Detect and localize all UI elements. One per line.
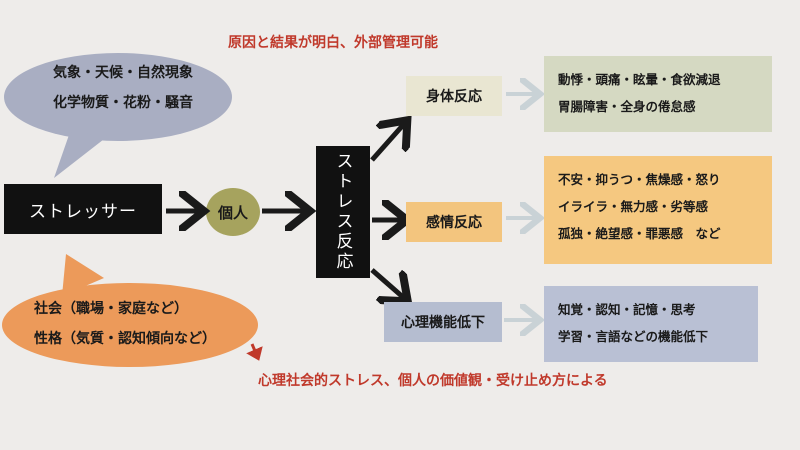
bubble-social-line: 社会（職場・家庭など） <box>34 301 188 317</box>
bubble-environment-line: 化学物質・花粉・騒音 <box>53 95 193 111</box>
bubble-environment-line: 気象・天候・自然現象 <box>53 65 193 81</box>
stress-reaction-label: ストレス反応 <box>332 152 353 272</box>
detail-box-emotion: 不安・抑うつ・焦燥感・怒り イライラ・無力感・劣等感 孤独・絶望感・罪悪感 など <box>544 156 772 264</box>
bubble-social-line: 性格（気質・認知傾向など） <box>34 331 216 347</box>
reaction-label-emotion: 感情反応 <box>406 202 502 242</box>
arrow-to-psych <box>370 268 404 298</box>
bubble-environment: 気象・天候・自然現象 化学物質・花粉・騒音 <box>28 58 218 118</box>
detail-line: 孤独・絶望感・罪悪感 など <box>558 226 721 241</box>
arrow-to-body <box>370 124 404 162</box>
detail-box-body: 動悸・頭痛・眩暈・食欲減退 胃腸障害・全身の倦怠感 <box>544 56 772 132</box>
detail-box-psych: 知覚・認知・記憶・思考 学習・言語などの機能低下 <box>544 286 758 362</box>
red-pointer-arrow <box>246 343 263 361</box>
detail-line: イライラ・無力感・劣等感 <box>558 199 709 214</box>
detail-line: 動悸・頭痛・眩暈・食欲減退 <box>558 72 721 87</box>
individual-node: 個人 <box>206 188 260 236</box>
stressor-box: ストレッサー <box>4 184 162 234</box>
reaction-label-psych: 心理機能低下 <box>384 302 502 342</box>
stress-reaction-box: ストレス反応 <box>316 146 370 278</box>
detail-line: 不安・抑うつ・焦燥感・怒り <box>558 172 721 187</box>
detail-line: 学習・言語などの機能低下 <box>558 329 709 344</box>
bubble-social: 社会（職場・家庭など） 性格（気質・認知傾向など） <box>14 294 254 354</box>
bottom-note: 心理社会的ストレス、個人の価値観・受け止め方による <box>258 373 608 389</box>
top-note: 原因と結果が明白、外部管理可能 <box>228 35 438 51</box>
detail-line: 知覚・認知・記憶・思考 <box>558 302 696 317</box>
detail-line: 胃腸障害・全身の倦怠感 <box>558 99 696 114</box>
reaction-label-body: 身体反応 <box>406 76 502 116</box>
